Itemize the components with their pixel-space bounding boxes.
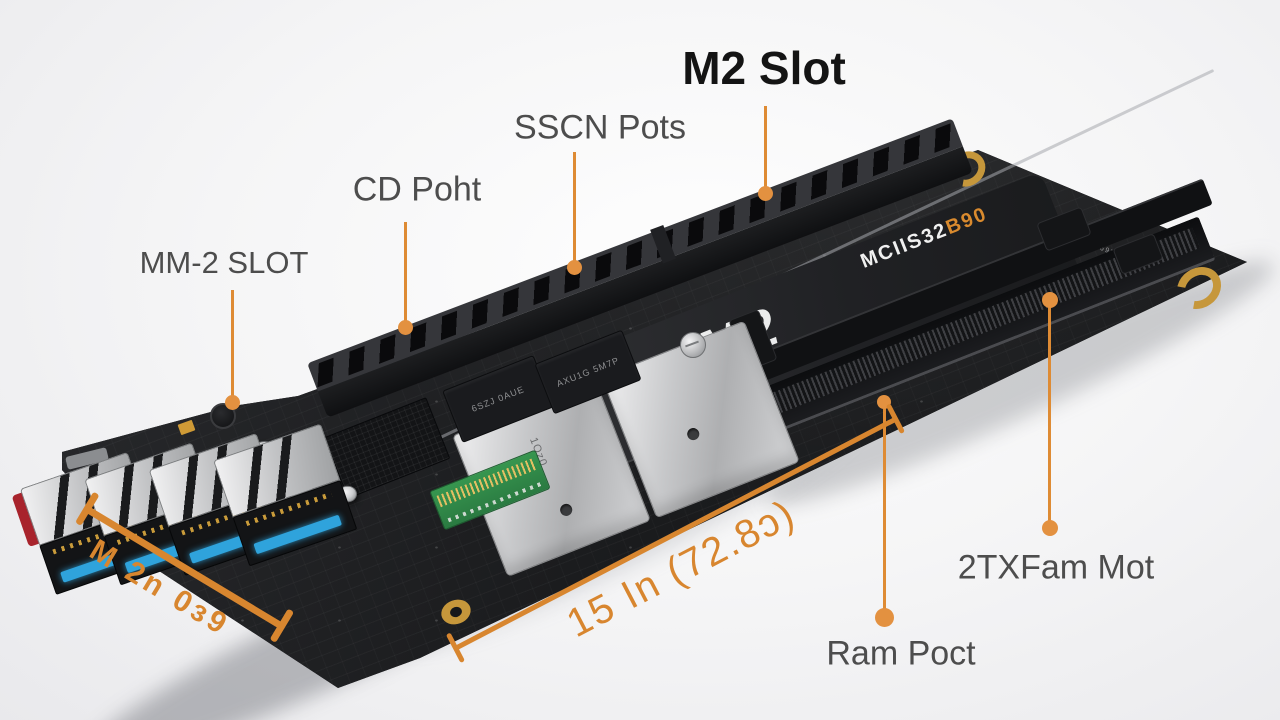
label-cd-poht: CD Poht <box>352 170 482 209</box>
usb-blue-tongue <box>253 514 343 555</box>
leader-dot <box>1042 520 1058 536</box>
label-sscn-pots: SSCN Pots <box>514 108 686 147</box>
leader-dot <box>758 186 773 201</box>
leader-2txfam-mot <box>1048 300 1051 528</box>
leader-dot <box>398 320 413 335</box>
round-component <box>210 403 236 429</box>
label-mm2-slot: MM-2 SLOT <box>139 245 309 280</box>
leader-cd-poht <box>404 222 407 327</box>
label-m2-slot: M2 Slot <box>682 42 846 94</box>
leader-dot <box>875 608 894 627</box>
label-2txfam-mot: 2TXFam Mot <box>957 548 1155 587</box>
leader-ram-poct <box>883 402 886 618</box>
ssd-screw-hole <box>685 426 702 442</box>
leader-m2-slot <box>764 106 767 194</box>
ssd-screw-hole <box>558 502 574 518</box>
label-ram-poct: Ram Poct <box>826 634 976 673</box>
leader-dot <box>225 395 240 410</box>
leader-sscn-pots <box>573 152 576 268</box>
model-text-accent: B90 <box>942 202 991 240</box>
screw <box>680 332 706 358</box>
leader-dot <box>567 260 582 275</box>
leader-mm2-slot <box>231 290 234 402</box>
leader-dot <box>1042 292 1058 308</box>
